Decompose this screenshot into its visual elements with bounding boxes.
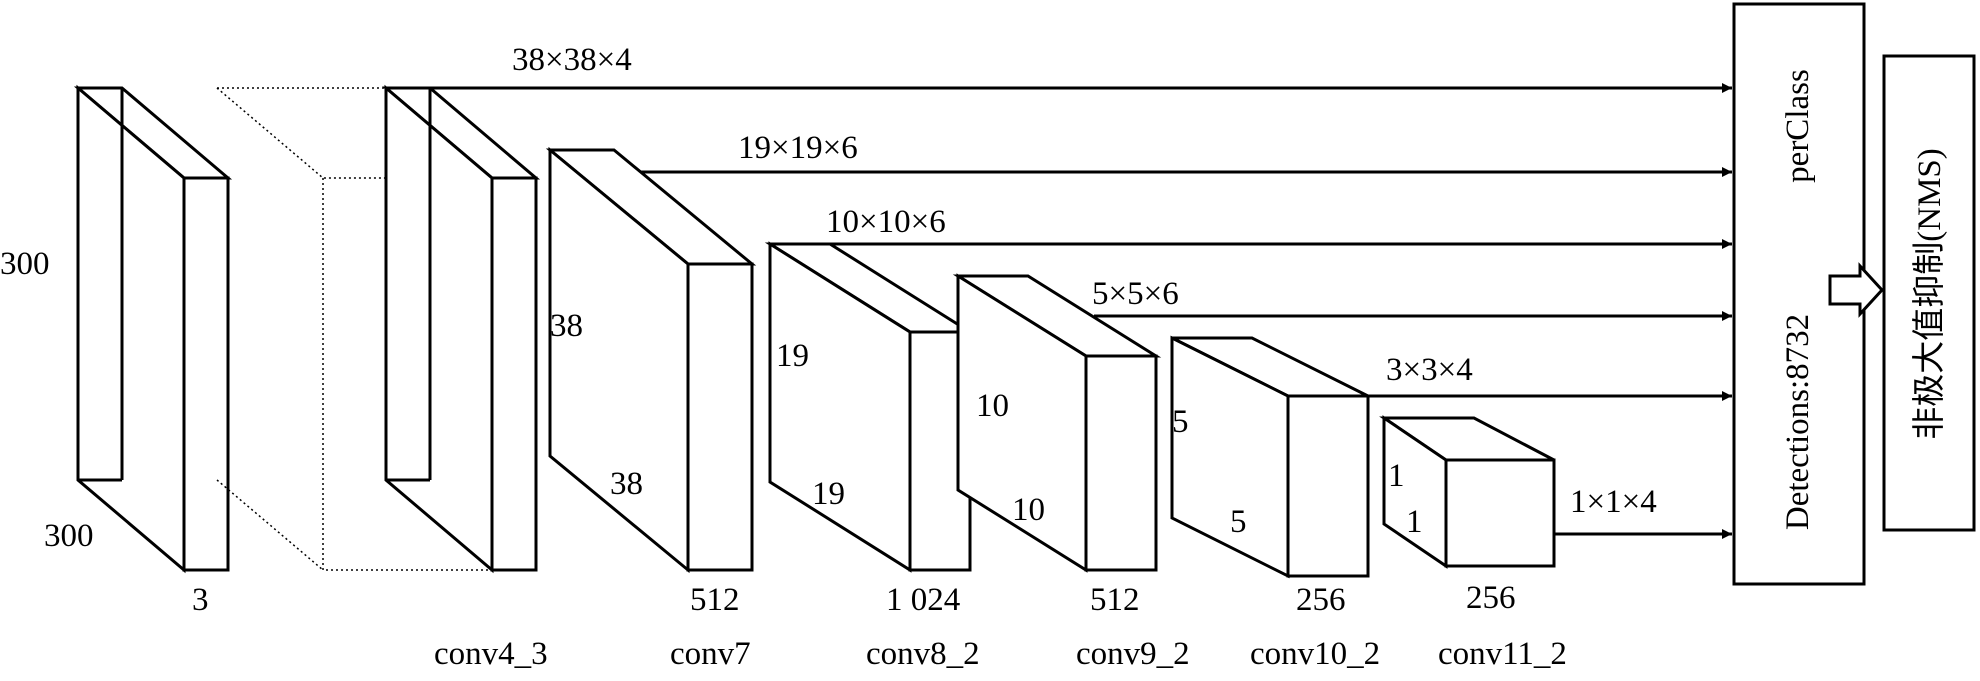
conv9-2-block — [952, 273, 1162, 573]
conv7-side-label: 38 — [550, 308, 583, 344]
input-block-front-face — [182, 176, 230, 572]
conv7-bottom-label: 38 — [610, 466, 643, 502]
output-label-conv4-3: 38×38×4 — [512, 42, 632, 78]
conv7-block — [545, 146, 757, 574]
layer-name-conv9-2: conv9_2 — [1076, 636, 1190, 672]
double-arrow-shape — [1828, 262, 1885, 318]
conv8-2-side-label: 19 — [776, 338, 809, 374]
conv11-2-bottom-label: 1 — [1406, 504, 1423, 540]
conv4-3-front-face — [490, 176, 538, 572]
conv11-2-front-face — [1444, 458, 1556, 568]
conv11-2-side-label: 1 — [1388, 458, 1405, 494]
conv7-channels-label: 512 — [690, 582, 740, 618]
conv9-2-front-face — [1084, 354, 1158, 572]
detections-box-line2: perClass — [1780, 69, 1816, 183]
nms-box-frame — [1882, 54, 1976, 532]
conv10-2-channels-label: 256 — [1296, 582, 1346, 618]
conv10-2-block — [1170, 335, 1370, 579]
input-channels-label: 3 — [192, 582, 209, 618]
conv9-2-bottom-label: 10 — [1012, 492, 1045, 528]
conv11-2-block — [1379, 415, 1556, 569]
conv4-3-block — [381, 84, 541, 574]
conv10-2-front-face — [1286, 394, 1370, 578]
output-label-conv11-2: 1×1×4 — [1570, 484, 1657, 520]
nms-box: 非极大值抑制(NMS) — [1882, 54, 1976, 532]
dotted-edge — [322, 178, 492, 571]
layer-name-conv4-3: conv4_3 — [434, 636, 548, 672]
input-width-label: 300 — [44, 518, 94, 554]
conv9-2-side-label: 10 — [976, 388, 1009, 424]
conv8-2-block — [764, 241, 976, 573]
layer-name-conv11-2: conv11_2 — [1438, 636, 1567, 672]
output-label-conv10-2: 3×3×4 — [1386, 352, 1473, 388]
conv7-front-face — [686, 262, 754, 572]
detections-box-line1: Detections:8732 — [1780, 314, 1816, 530]
conv10-2-side-label: 5 — [1172, 404, 1189, 440]
output-arrows — [430, 83, 1732, 539]
layer-name-conv8-2: conv8_2 — [866, 636, 980, 672]
conv8-2-bottom-label: 19 — [812, 476, 845, 512]
output-label-conv8-2: 10×10×6 — [826, 204, 946, 240]
conv8-2-front-face — [908, 330, 972, 572]
output-label-conv7: 19×19×6 — [738, 130, 858, 166]
double-arrow — [1828, 262, 1885, 318]
conv8-2-channels-label: 1 024 — [886, 582, 960, 618]
dotted-edge — [216, 479, 324, 571]
conv11-2-channels-label: 256 — [1466, 580, 1516, 616]
input-block — [73, 84, 233, 574]
conv9-2-channels-label: 512 — [1090, 582, 1140, 618]
output-label-conv9-2: 5×5×6 — [1092, 276, 1179, 312]
nms-box-label: 非极大值抑制(NMS) — [1911, 148, 1948, 440]
layer-name-conv7: conv7 — [670, 636, 751, 672]
input-height-label: 300 — [0, 246, 50, 282]
layer-name-conv10-2: conv10_2 — [1250, 636, 1380, 672]
conv10-2-bottom-label: 5 — [1230, 504, 1247, 540]
